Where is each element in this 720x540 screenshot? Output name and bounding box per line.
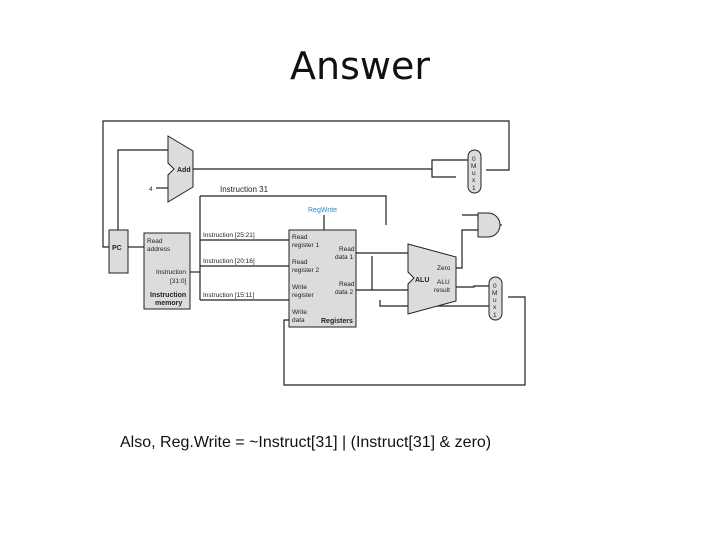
regwrite-label: RegWrite (308, 207, 337, 214)
imem-name-1: Instruction (150, 292, 186, 299)
field-rd: Instruction [15:11] (203, 292, 254, 299)
registers-box (288, 229, 357, 328)
reg-read-data1-2: data 1 (335, 254, 353, 261)
alu-label: ALU (415, 277, 429, 284)
pc-mux-in1: 1 (472, 185, 476, 192)
wire-and-in-upper (462, 214, 479, 220)
wires (102, 120, 526, 386)
wire-writeback (283, 296, 526, 386)
const-four: 4 (149, 186, 153, 193)
wire-rd2-to-mux (379, 300, 489, 307)
reg-write-reg-2: register (292, 292, 315, 299)
slide-caption: Also, Reg.Write = ~Instruct[31] | (Instr… (120, 434, 492, 451)
wire-pc-loop (102, 120, 510, 248)
reg-read-reg2-2: register 2 (292, 267, 319, 274)
writeback-mux-x: x (493, 304, 497, 311)
pc-box (108, 229, 129, 274)
and-gate (477, 212, 501, 238)
add-shape (167, 135, 194, 203)
imem-read-address-2: address (147, 246, 171, 253)
writeback-mux-in1: 1 (493, 312, 497, 319)
pc-mux-u: u (472, 170, 476, 177)
register-file: Read register 1 Read register 2 Write re… (288, 229, 357, 328)
reg-read-data2-1: Read (339, 281, 355, 288)
alu-shape (407, 243, 457, 315)
reg-write-reg-1: Write (292, 284, 307, 291)
writeback-mux-in0: 0 (493, 283, 497, 290)
writeback-mux: 0 M u x 1 (488, 276, 503, 321)
wire-add-to-mux (193, 159, 468, 170)
reg-write-data-1: Write (292, 309, 307, 316)
field-rs: Instruction [25:21] (203, 232, 255, 239)
reg-read-reg1-1: Read (292, 234, 308, 241)
reg-read-data1-1: Read (339, 246, 355, 253)
alu-unit: ALU Zero ALU result (407, 243, 457, 315)
reg-name: Registers (321, 318, 353, 325)
wire-zero-to-and (456, 229, 478, 269)
add-unit: Add 4 (149, 135, 194, 203)
instruction-memory: Read address Instruction [31:0] Instruct… (143, 232, 191, 310)
reg-read-reg1-2: register 1 (292, 242, 319, 249)
alu-result-label-1: ALU (437, 279, 450, 286)
pc-mux-shape (467, 149, 482, 194)
add-label: Add (177, 167, 191, 174)
pc-mux-in0: 0 (472, 156, 476, 163)
pc-register: PC (108, 229, 129, 274)
imem-box (143, 232, 191, 310)
pc-label: PC (112, 245, 122, 252)
writeback-mux-m: M (492, 290, 497, 297)
imem-instruction-1: Instruction (156, 269, 186, 276)
slide-title: Answer (290, 44, 430, 88)
instruction31-label: Instruction 31 (220, 185, 269, 194)
alu-result-label-2: result (434, 287, 450, 294)
wire-imem-left (431, 169, 456, 178)
pc-mux-m: M (471, 163, 476, 170)
pc-mux: 0 M u x 1 (467, 149, 482, 194)
reg-write-data-2: data (292, 317, 305, 324)
reg-read-data2-2: data 2 (335, 289, 353, 296)
writeback-mux-shape (488, 276, 503, 321)
wire-instruction31 (200, 195, 387, 225)
imem-name-2: memory (155, 300, 182, 307)
writeback-mux-u: u (493, 297, 497, 304)
wire-pc-to-add (117, 149, 168, 230)
imem-instruction-2: [31:0] (170, 278, 186, 285)
field-rt: Instruction [20:16] (203, 258, 255, 265)
alu-zero-label: Zero (437, 265, 451, 272)
reg-read-reg2-1: Read (292, 259, 308, 266)
pc-mux-x: x (472, 177, 476, 184)
wire-alu-to-mux (456, 285, 489, 288)
imem-read-address-1: Read (147, 238, 163, 245)
